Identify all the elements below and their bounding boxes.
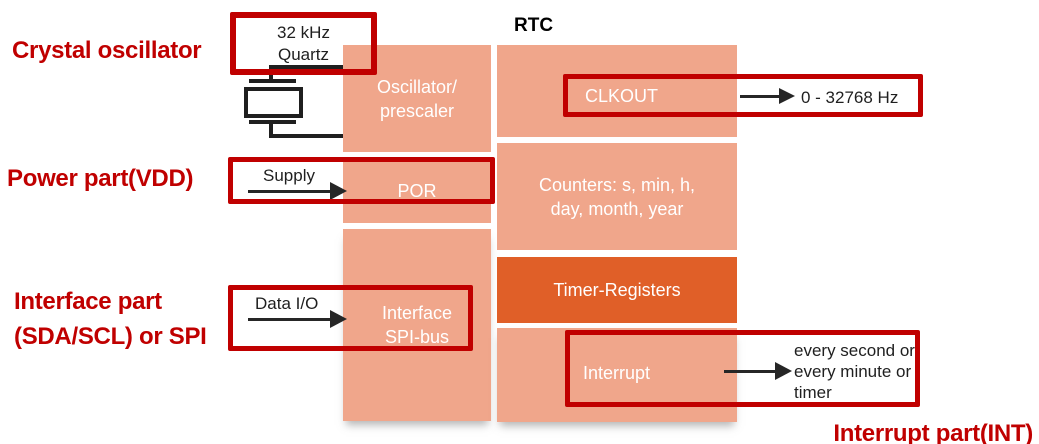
quartz-callout-box: 32 kHz Quartz — [230, 12, 377, 75]
clkout-arrow-shaft — [740, 95, 780, 98]
interrupt-arrow-head — [775, 362, 792, 380]
interface-spi-block: Interface SPI-bus — [343, 229, 491, 421]
data-io-label: Data I/O — [255, 294, 319, 313]
clkout-frequency-label: 0 - 32768 Hz — [801, 88, 899, 107]
counters-block: Counters: s, min, h, day, month, year — [497, 143, 737, 250]
supply-label: Supply — [263, 166, 315, 185]
oscillator-prescaler-block: Oscillator/ prescaler — [343, 45, 491, 152]
clkout-label: CLKOUT — [585, 86, 659, 106]
interrupt-arrow-shaft — [724, 370, 776, 373]
data-io-callout-box — [228, 285, 473, 351]
clkout-block — [497, 45, 737, 137]
rtc-title: RTC — [514, 15, 554, 36]
supply-arrow-shaft — [248, 190, 332, 193]
oscillator-label-line1: Oscillator/ — [376, 76, 457, 97]
timer-registers-block: Timer-Registers — [497, 257, 737, 323]
clkout-arrow-head — [779, 88, 795, 104]
interface-label-line2: SPI-bus — [384, 327, 450, 347]
interface-part-label-line2: (SDA/SCL) or SPI — [14, 323, 207, 350]
interface-label-line1: Interface — [381, 303, 453, 323]
crystal-top-plate — [249, 79, 296, 83]
interrupt-events-line2: every minute or — [794, 362, 912, 381]
crystal-body — [244, 87, 303, 118]
interrupt-part-label: Interrupt part(INT) — [833, 420, 1033, 444]
quartz-wire-bottom-vertical — [269, 120, 273, 138]
timer-registers-label: Timer-Registers — [553, 280, 681, 300]
interrupt-callout-box — [565, 330, 920, 407]
oscillator-label-line2: prescaler — [379, 100, 455, 121]
quartz-wire-bottom-horizontal — [269, 134, 343, 138]
interrupt-events-line3: timer — [794, 383, 832, 402]
quartz-label-line1: 32 kHz — [277, 22, 330, 42]
interface-part-label: Interface part (SDA/SCL) or SPI — [14, 284, 207, 354]
supply-arrow-head — [330, 182, 347, 200]
power-part-label: Power part(VDD) — [7, 165, 194, 192]
clkout-callout-box — [563, 74, 923, 117]
interface-part-label-line1: Interface part — [14, 288, 162, 315]
supply-callout-box — [228, 157, 495, 204]
data-io-arrow-head — [330, 310, 347, 328]
por-block: POR — [343, 158, 491, 223]
interrupt-events-line1: every second or — [794, 341, 915, 360]
counters-label-line2: day, month, year — [550, 198, 684, 219]
interrupt-label: Interrupt — [583, 363, 651, 383]
por-label: POR — [397, 180, 437, 201]
counters-label-line1: Counters: s, min, h, — [538, 174, 696, 195]
quartz-wire-top-horizontal — [271, 65, 343, 69]
interrupt-events-text: every second or every minute or timer — [794, 340, 915, 403]
data-io-arrow-shaft — [248, 318, 332, 321]
crystal-oscillator-label: Crystal oscillator — [12, 37, 202, 64]
quartz-label-line2: Quartz — [277, 44, 330, 64]
